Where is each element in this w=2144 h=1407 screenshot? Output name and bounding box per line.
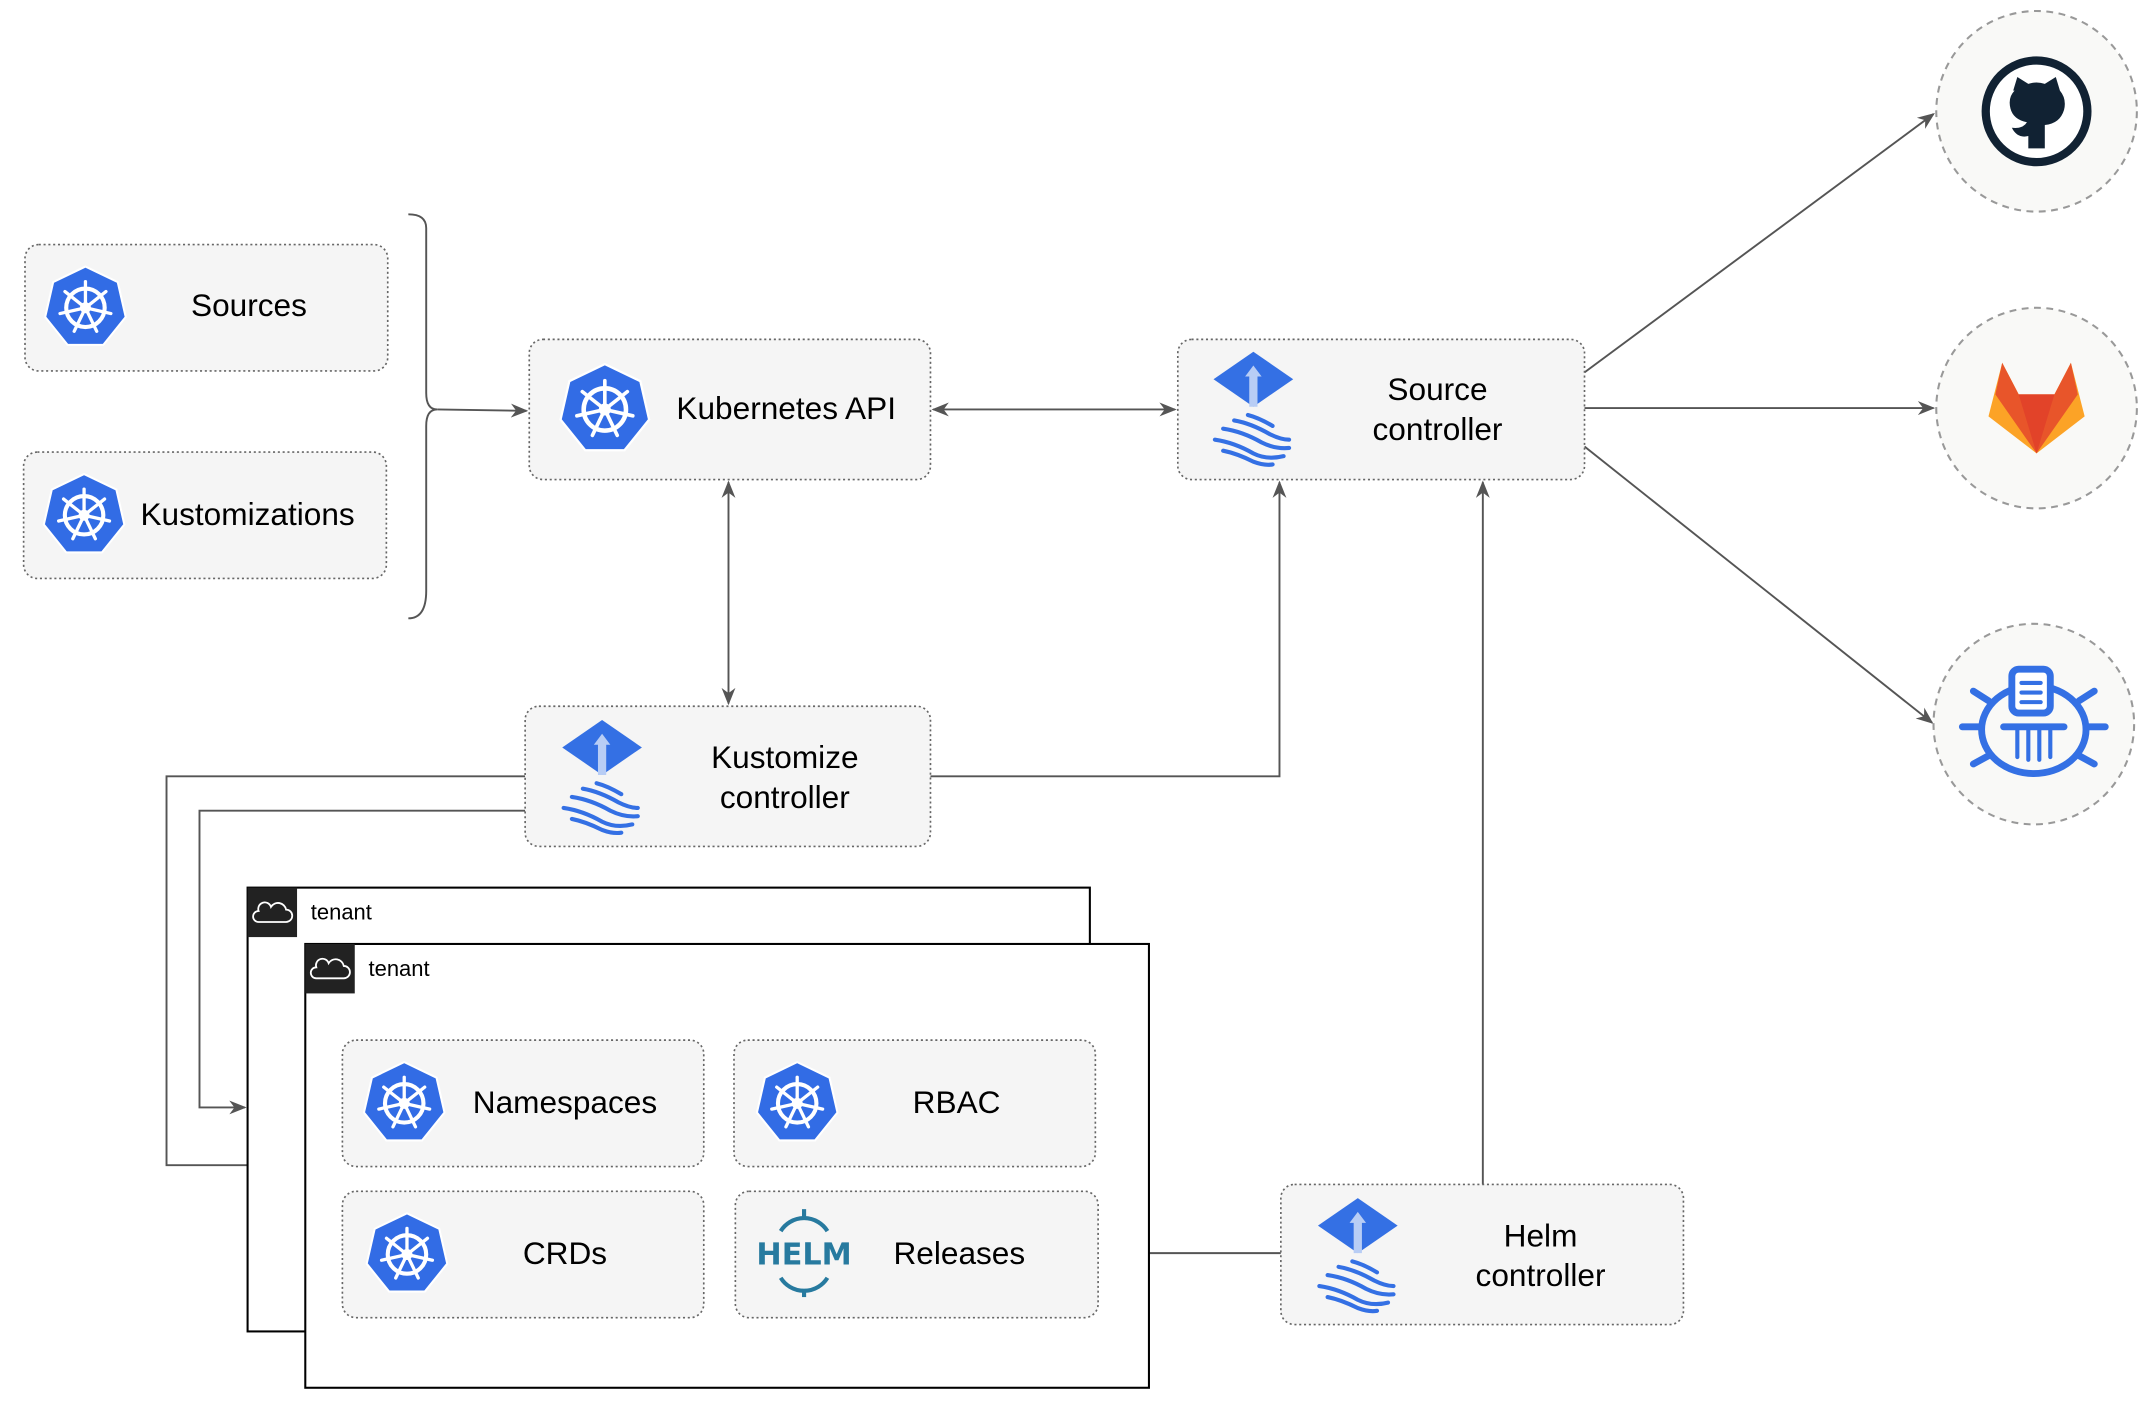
github-node[interactable] bbox=[1935, 9, 2138, 213]
helm-icon: HELM bbox=[756, 1209, 852, 1298]
releases-label: Releases bbox=[893, 1235, 1025, 1271]
cloud-icon bbox=[309, 957, 351, 980]
releases-node[interactable]: HELM Releases bbox=[734, 1190, 1099, 1319]
kustomize-controller-node[interactable]: Kustomize controller bbox=[524, 705, 932, 848]
registry-node[interactable] bbox=[1932, 622, 2136, 826]
github-icon bbox=[1981, 56, 2092, 167]
rbac-node[interactable]: RBAC bbox=[733, 1039, 1097, 1168]
kustomize-controller-label-line1: Kustomize bbox=[711, 739, 858, 775]
gitlab-icon bbox=[1988, 362, 2085, 454]
edge-inputs-to-api bbox=[437, 403, 529, 418]
edge-source-to-github bbox=[1583, 113, 1935, 374]
brace bbox=[408, 213, 438, 620]
namespaces-node[interactable]: Namespaces bbox=[341, 1039, 705, 1168]
kustomizations-node[interactable]: Kustomizations bbox=[22, 451, 388, 580]
tenant-label: tenant bbox=[311, 900, 372, 925]
source-controller-node[interactable]: Source controller bbox=[1176, 338, 1586, 481]
edge-source-to-registry bbox=[1583, 445, 1934, 724]
cloud-icon bbox=[252, 901, 294, 923]
helm-controller-label-line2: controller bbox=[1476, 1257, 1606, 1293]
gitlab-node[interactable] bbox=[1935, 306, 2138, 510]
edge-kustomize-to-tenant-front bbox=[165, 775, 526, 1173]
edge-kustomize-to-source bbox=[930, 480, 1287, 778]
sources-label: Sources bbox=[191, 287, 307, 323]
helm-controller-node[interactable]: Helm controller bbox=[1280, 1183, 1685, 1326]
source-controller-label-line1: Source bbox=[1387, 371, 1487, 407]
edges bbox=[165, 113, 1936, 1261]
rbac-label: RBAC bbox=[913, 1084, 1001, 1120]
kubernetes-api-label: Kubernetes API bbox=[676, 390, 896, 426]
kustomize-controller-label-line2: controller bbox=[720, 779, 850, 815]
kubernetes-api-node[interactable]: Kubernetes API bbox=[528, 338, 932, 481]
edge-kustomize-to-tenant-back bbox=[198, 809, 526, 1115]
source-controller-label-line2: controller bbox=[1373, 411, 1503, 447]
sources-node[interactable]: Sources bbox=[24, 243, 389, 372]
harbor-icon bbox=[1958, 665, 2109, 778]
crds-label: CRDs bbox=[523, 1235, 607, 1271]
tenant-front[interactable]: tenant Namespaces RBAC CRDs HELM Release… bbox=[304, 942, 1150, 1389]
helm-controller-label-line1: Helm bbox=[1504, 1217, 1578, 1253]
namespaces-label: Namespaces bbox=[473, 1084, 657, 1120]
tenant-label: tenant bbox=[369, 956, 430, 981]
crds-node[interactable]: CRDs bbox=[341, 1190, 705, 1319]
kustomizations-label: Kustomizations bbox=[140, 496, 354, 532]
helm-icon-text: HELM bbox=[756, 1237, 851, 1272]
